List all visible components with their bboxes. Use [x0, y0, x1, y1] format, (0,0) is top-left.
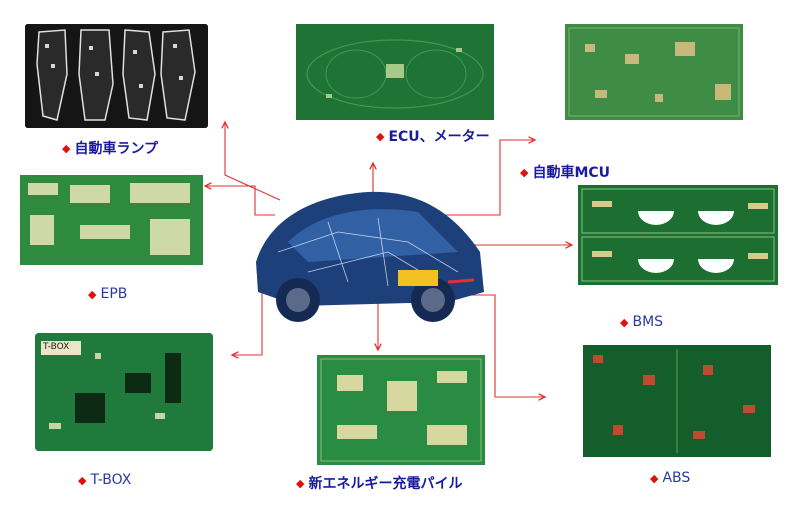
- label-charger: ◆ 新エネルギー充電パイル: [296, 473, 462, 493]
- abs-pcb-traces: [583, 345, 771, 457]
- lamp-pcb-traces: [25, 24, 208, 128]
- tbox-pcb-traces: [35, 333, 213, 451]
- label-epb-text: EPB: [100, 286, 128, 302]
- label-lamp: ◆ 自動車ランプ: [62, 138, 158, 158]
- bms-pcb-image: [578, 185, 778, 285]
- mcu-pcb-traces: [565, 24, 743, 120]
- label-bms: ◆ BMS: [620, 314, 663, 330]
- arrow-epb: [205, 186, 275, 216]
- diamond-icon: ◆: [62, 141, 71, 155]
- abs-pcb-image: [583, 345, 771, 457]
- label-charger-text: 新エネルギー充電パイル: [308, 476, 463, 492]
- arrow-mcu: [420, 140, 535, 216]
- label-mcu-text: 自動車MCU: [532, 165, 611, 181]
- ecu-pcb-image: [296, 24, 494, 120]
- ecu-pcb-traces: [296, 24, 494, 120]
- diamond-icon: ◆: [78, 473, 87, 487]
- tbox-sticker-text: T-BOX: [43, 342, 70, 352]
- label-mcu: ◆ 自動車MCU: [520, 162, 610, 182]
- label-bms-text: BMS: [632, 314, 664, 330]
- diamond-icon: ◆: [376, 129, 385, 143]
- car-image: [248, 182, 490, 332]
- arrow-lamp: [225, 122, 281, 201]
- bms-pcb-traces: [578, 185, 778, 285]
- car-illustration: [256, 191, 484, 322]
- label-abs-text: ABS: [662, 470, 691, 486]
- label-ecu: ◆ ECU、メーター: [376, 126, 490, 146]
- label-abs: ◆ ABS: [650, 470, 690, 486]
- label-ecu-text: ECU、メーター: [388, 129, 490, 145]
- diamond-icon: ◆: [296, 476, 305, 490]
- diamond-icon: ◆: [650, 471, 659, 485]
- epb-pcb-image: [20, 175, 203, 265]
- diamond-icon: ◆: [88, 287, 97, 301]
- diamond-icon: ◆: [620, 315, 629, 329]
- label-lamp-text: 自動車ランプ: [74, 141, 159, 157]
- charger-pcb-traces: [317, 355, 485, 465]
- charger-pcb-image: [317, 355, 485, 465]
- label-tbox-text: T-BOX: [90, 472, 132, 488]
- mcu-pcb-image: [565, 24, 743, 120]
- epb-pcb-traces: [20, 175, 203, 265]
- diamond-icon: ◆: [520, 165, 529, 179]
- lamp-pcb-image: [25, 24, 208, 128]
- label-epb: ◆ EPB: [88, 286, 127, 302]
- arrow-abs: [470, 294, 545, 397]
- tbox-pcb-image: T-BOX: [35, 333, 213, 451]
- label-tbox: ◆ T-BOX: [78, 472, 131, 488]
